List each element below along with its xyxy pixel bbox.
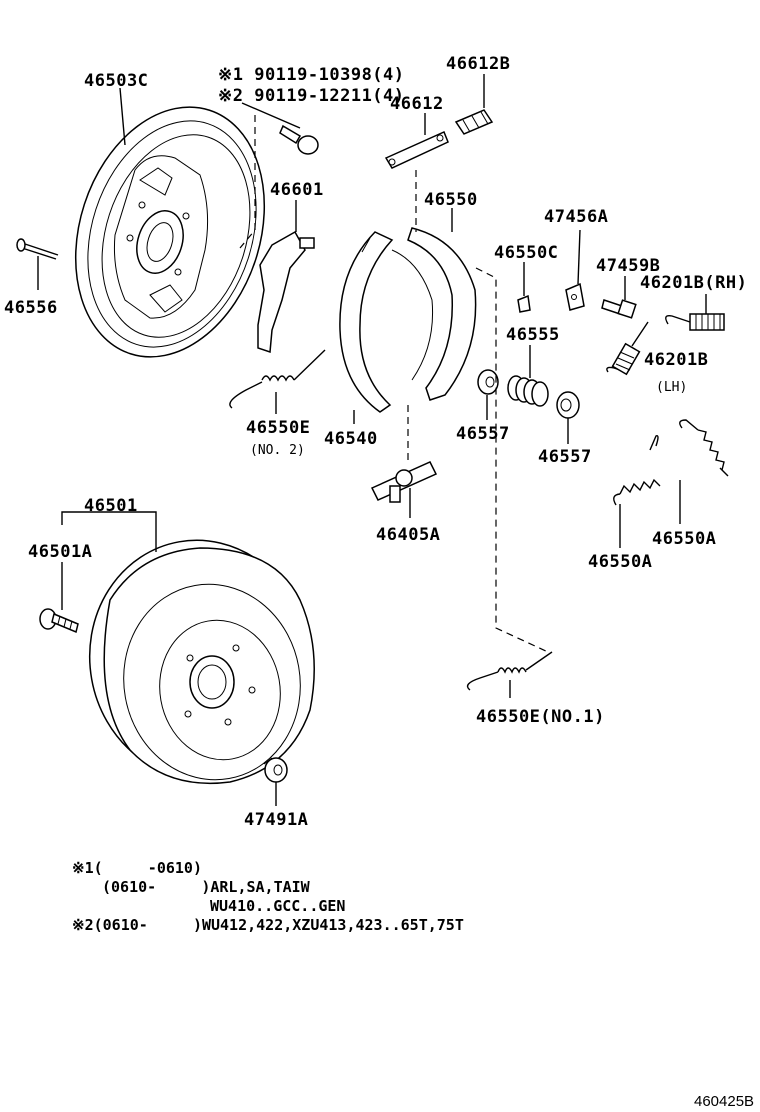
brake-drum-46501 [88,539,315,785]
clip-46550C [517,294,531,313]
leader-bolt [241,102,301,129]
note-line-2: (0610- )ARL,SA,TAIW [102,878,311,896]
label-46556: 46556 [4,298,58,318]
dashed-46550E-line [475,267,549,653]
label-46201B-lh: 46201B [644,350,708,370]
label-46501: 46501 [84,496,138,516]
reference-code: 460425B [694,1093,754,1110]
spring-46555 [507,375,549,407]
label-46555: 46555 [506,325,560,345]
spring-46550A-right [679,419,729,477]
label-46501A: 46501A [28,542,92,562]
label-46550E-no1: 46550E(NO.1) [476,707,605,727]
label-46550E-no2: 46550E [246,418,310,438]
brake-shoe-46540 [339,231,394,413]
label-46557-a: 46557 [456,424,510,444]
backing-plate-46503C [74,106,266,358]
label-47459B: 47459B [596,256,660,276]
note-line-3: WU410..GCC..GEN [210,897,345,915]
bolt-90119 [279,124,319,155]
spring-46201B-lh [606,321,649,376]
note-line-4: ※2(0610- )WU412,422,XZU413,423..65T,75T [72,916,464,934]
cup-46557-a [477,369,499,395]
spring-46550E-no1 [466,651,553,691]
note-no2: (NO. 2) [250,443,305,458]
note-line-1: ※1( -0610) [72,859,202,877]
lever-46601 [257,230,315,354]
spring-46612B [454,109,494,135]
strut-46612 [384,130,449,169]
label-46550: 46550 [424,190,478,210]
hub-bolt-46501A [39,608,79,634]
label-46612B: 46612B [446,54,510,74]
label-46612: 46612 [390,94,444,114]
spring-46550A-left [613,435,661,506]
label-46550C: 46550C [494,243,558,263]
label-47491A: 47491A [244,810,308,830]
bolt-47459B [601,299,637,319]
label-46201B-rh: 46201B(RH) [640,273,747,293]
bolt-note-1: ※1 90119-10398(4) [218,65,405,85]
label-46550A-left: 46550A [588,552,652,572]
leader-46501 [61,511,157,552]
label-46601: 46601 [270,180,324,200]
label-46540: 46540 [324,429,378,449]
plate-47456A [565,282,585,311]
spring-46550E-no2 [229,349,326,409]
plug-47491A [263,757,288,783]
spring-46201B-rh [665,313,725,331]
brake-shoe-46550 [391,227,477,401]
label-46503C: 46503C [84,71,148,91]
cup-46557-b [556,391,580,419]
label-46550A-right: 46550A [652,529,716,549]
leader-46503C [119,87,126,146]
label-47456A: 47456A [544,207,608,227]
label-46405A: 46405A [376,525,440,545]
label-46557-b: 46557 [538,447,592,467]
dashed-bolt-line [239,115,256,249]
leader-47456A [577,229,581,285]
note-lh: (LH) [656,380,687,395]
pin-46556 [16,238,59,260]
adjuster-46405A [370,461,438,503]
bolt-note-2: ※2 90119-12211(4) [218,86,405,106]
